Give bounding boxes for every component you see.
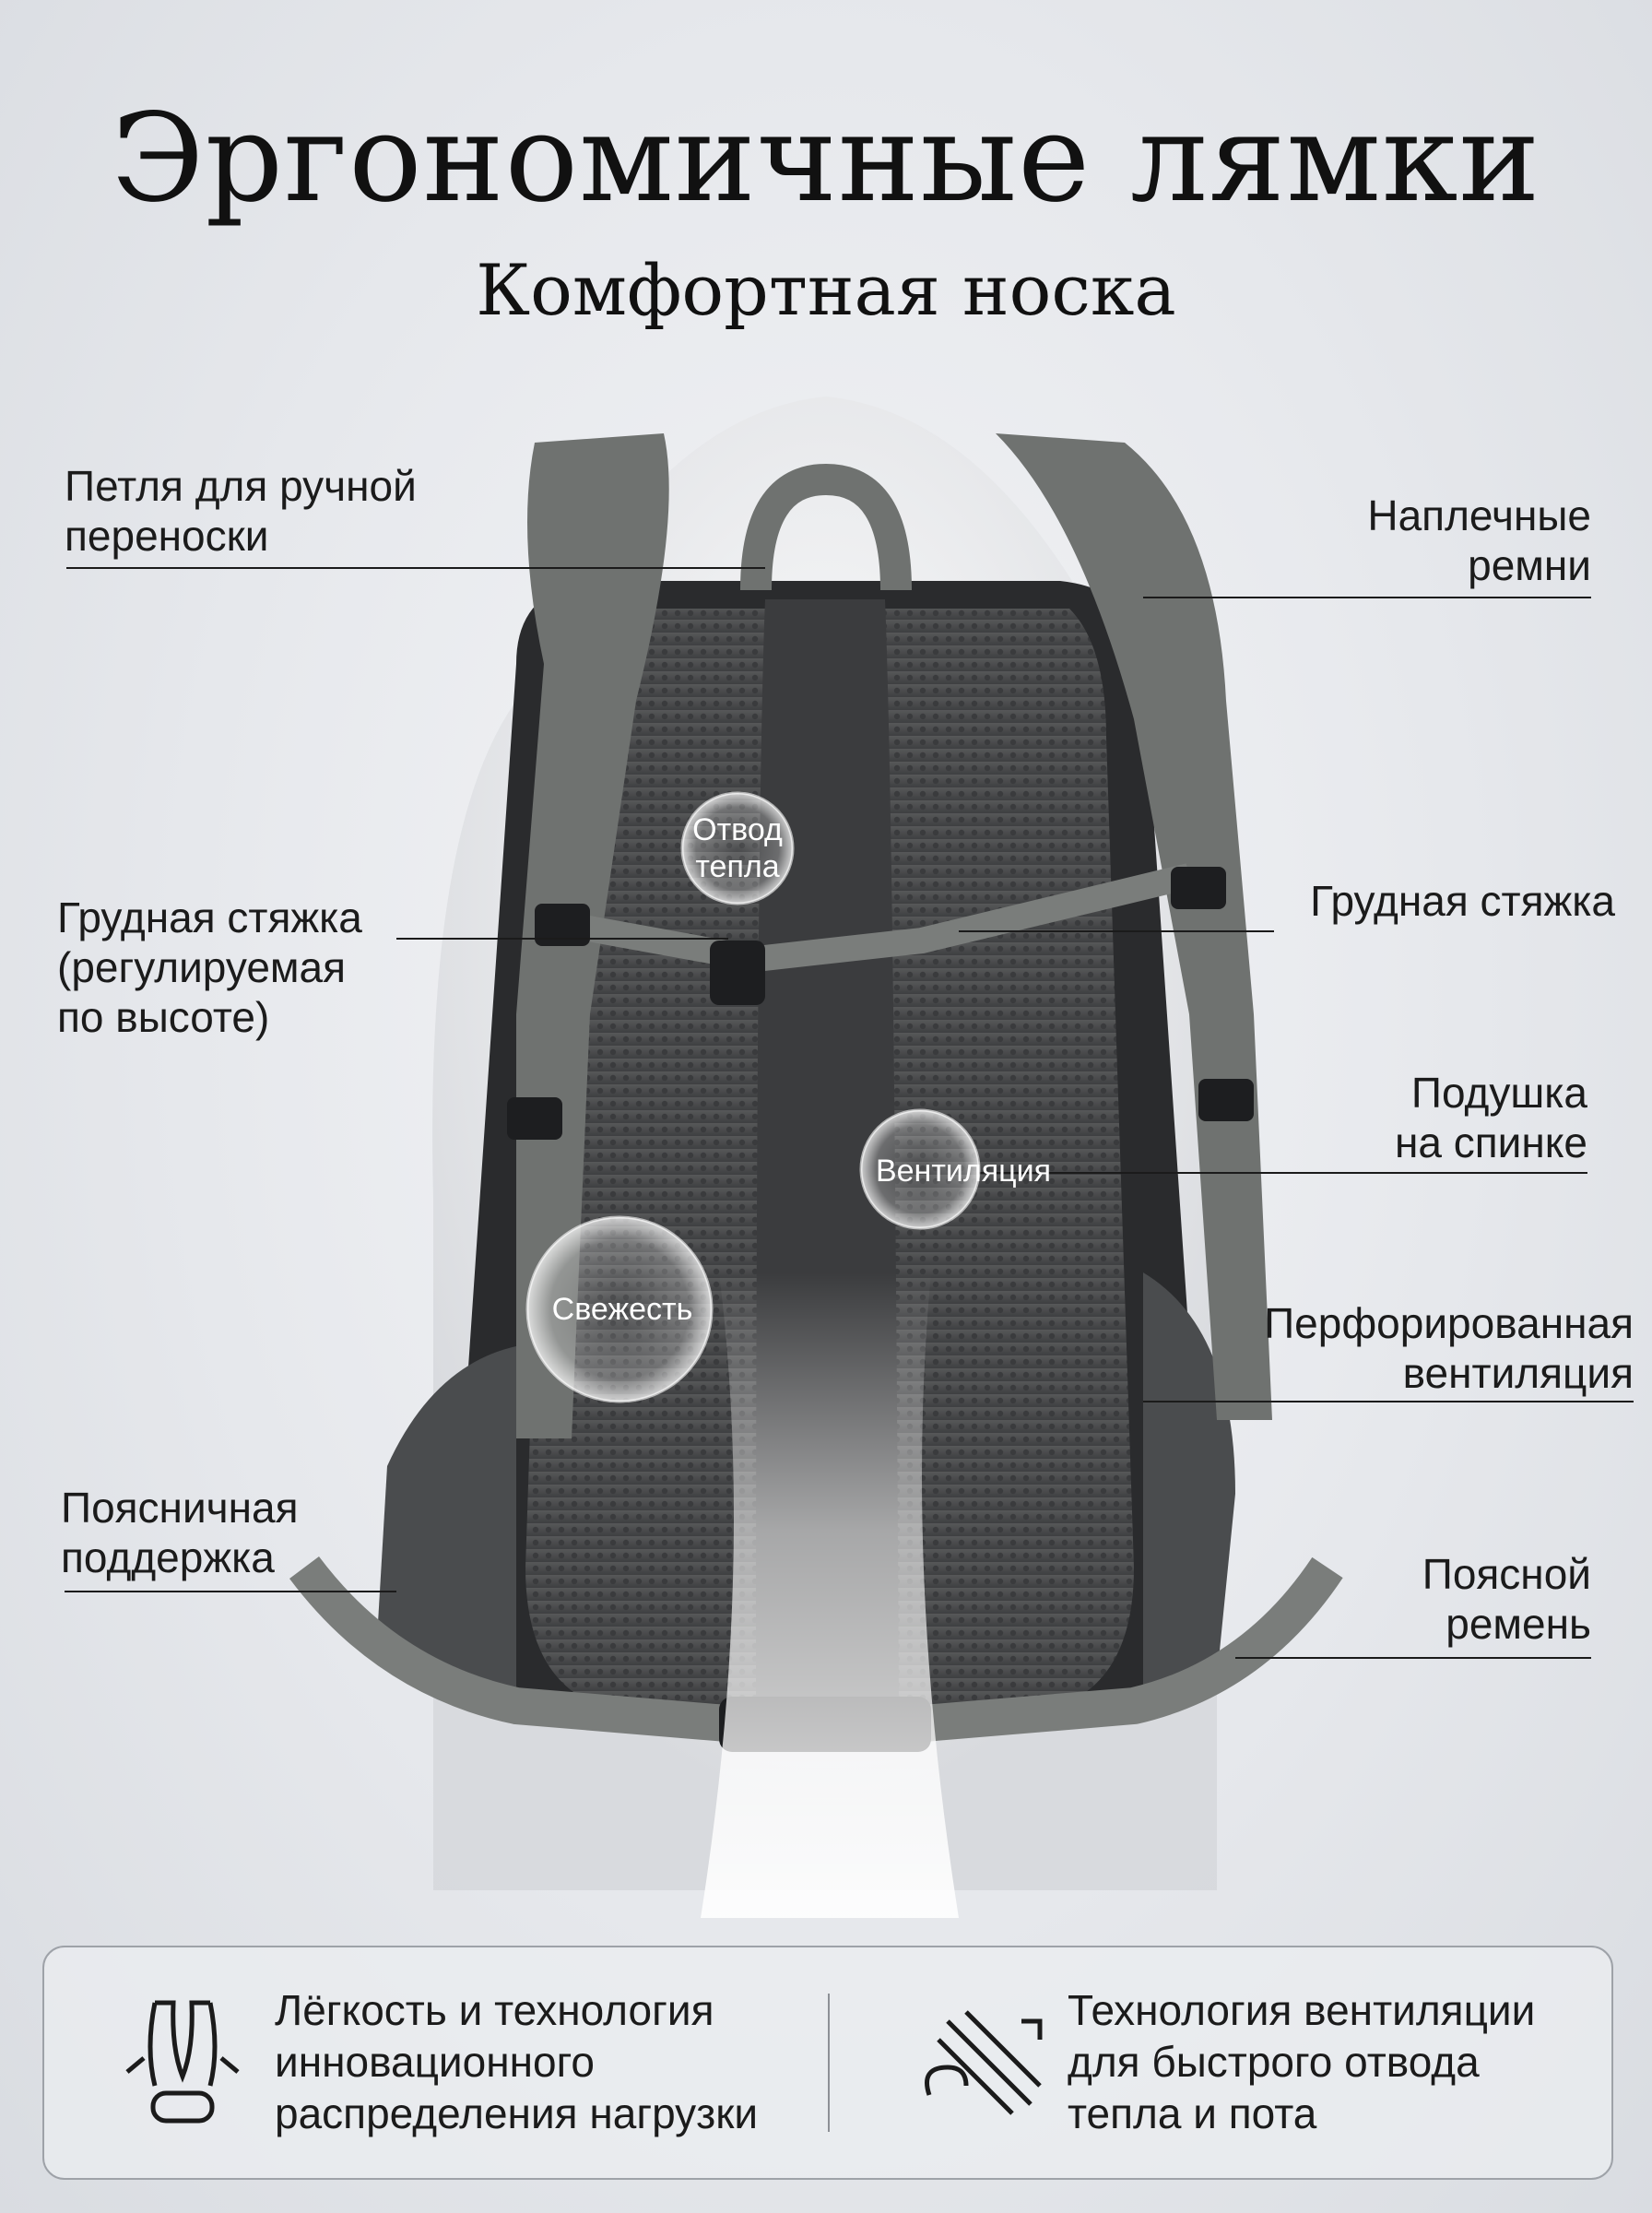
heat-bubble bbox=[680, 791, 795, 905]
handle-loop bbox=[740, 463, 912, 591]
airflow-icon bbox=[925, 2010, 1043, 2115]
feature-load-distribution: Лёгкость и технология инновационного рас… bbox=[275, 1986, 759, 2137]
callout-perforated-ventilation: Перфорированная вентиляция bbox=[1264, 1299, 1634, 1397]
left-chest-buckle bbox=[535, 904, 590, 946]
callout-back-cushion: Подушка на спинке bbox=[1395, 1069, 1587, 1166]
right-side-pocket bbox=[1143, 1272, 1235, 1687]
bubble-freshness-text: Свежесть bbox=[551, 1292, 693, 1327]
callout-waist-belt: Поясной ремень bbox=[1422, 1550, 1591, 1648]
feature-ventilation-tech: Технология вентиляции для быстрого отвод… bbox=[1068, 1986, 1536, 2137]
airflow-stream bbox=[701, 1272, 959, 1918]
right-chest-buckle bbox=[1171, 867, 1226, 909]
callout-chest-strap-right: Грудная стяжка bbox=[1310, 877, 1615, 925]
bubble-heat-text: Отвод тепла bbox=[692, 812, 783, 884]
callout-handle-loop: Петля для ручной переноски bbox=[65, 462, 417, 560]
callout-shoulder-straps: Наплечные ремни bbox=[1367, 491, 1591, 589]
bubble-ventilation-text: Вентиляция bbox=[875, 1154, 1052, 1189]
ventilation-bubble bbox=[859, 1108, 981, 1230]
backpack-straps-icon bbox=[125, 2000, 240, 2124]
left-strap-adjuster bbox=[507, 1097, 562, 1140]
features-panel: Лёгкость и технология инновационного рас… bbox=[42, 1946, 1613, 2180]
center-chest-buckle bbox=[710, 941, 765, 1005]
right-strap-adjuster bbox=[1198, 1079, 1254, 1121]
callout-chest-strap-left: Грудная стяжка (регулируемая по высоте) bbox=[57, 893, 362, 1041]
chest-strap bbox=[550, 863, 1193, 973]
callout-lumbar-support: Поясничная поддержка bbox=[61, 1484, 299, 1581]
page-subtitle: Комфортная носка bbox=[476, 249, 1176, 331]
page-title: Эргономичные лямки bbox=[111, 88, 1541, 230]
left-side-pocket bbox=[378, 1346, 516, 1706]
panel-divider bbox=[828, 1994, 830, 2132]
freshness-bubble bbox=[525, 1215, 714, 1403]
